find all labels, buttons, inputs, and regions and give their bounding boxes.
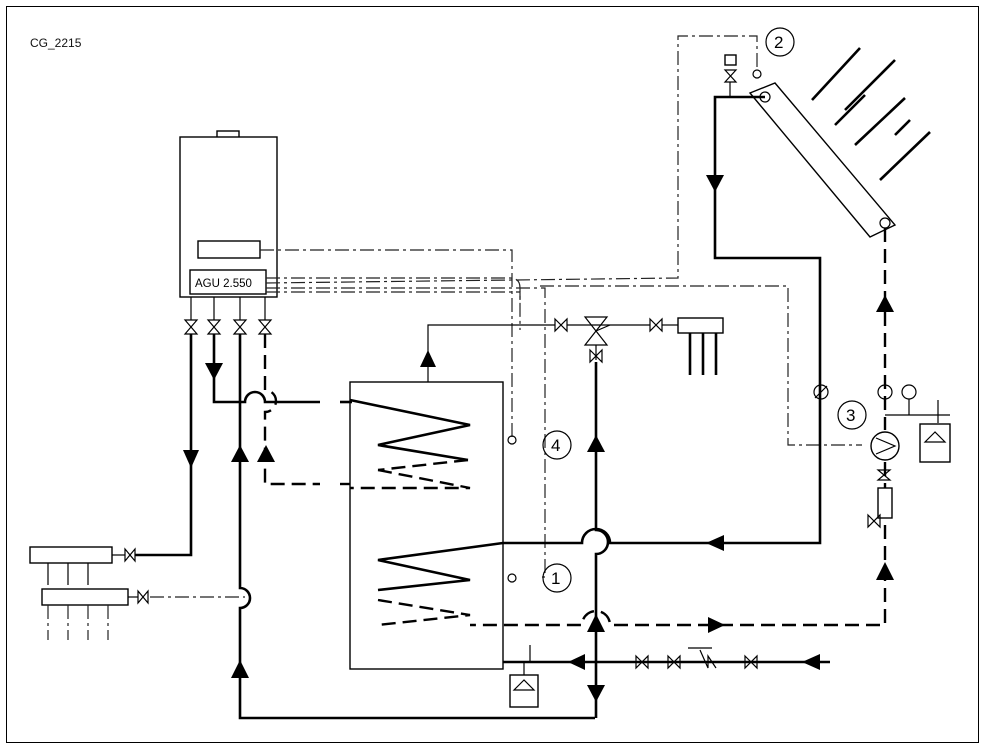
radiator-1 xyxy=(29,546,136,585)
cold-water-line xyxy=(503,362,830,718)
figure-id: CG_2215 xyxy=(30,36,82,50)
solar-collector xyxy=(748,82,897,238)
callout-2: 2 xyxy=(765,27,795,57)
control-wiring xyxy=(150,35,862,598)
boiler-valves xyxy=(183,297,273,335)
boiler-pipes xyxy=(135,334,595,720)
solar-piping xyxy=(470,54,887,627)
radiator-2 xyxy=(41,588,149,640)
boiler-display xyxy=(197,240,261,259)
callout-1: 1 xyxy=(542,563,572,593)
svg-text:3: 3 xyxy=(846,406,855,425)
callout-3: 3 xyxy=(837,400,867,430)
sun-rays xyxy=(811,47,931,181)
diagram-frame xyxy=(6,6,979,743)
callout-4: 4 xyxy=(542,430,572,460)
dhw-outlet xyxy=(427,316,724,382)
agu-module-box xyxy=(189,269,267,295)
svg-text:1: 1 xyxy=(551,569,560,588)
flow-arrows xyxy=(183,175,894,702)
storage-tank xyxy=(349,381,517,670)
agu-module-label: AGU 2.550 xyxy=(195,278,252,290)
svg-text:4: 4 xyxy=(551,436,560,455)
solar-pump-station xyxy=(813,384,951,529)
svg-text:2: 2 xyxy=(774,33,783,52)
boiler-unit: AGU 2.550 xyxy=(179,130,278,298)
